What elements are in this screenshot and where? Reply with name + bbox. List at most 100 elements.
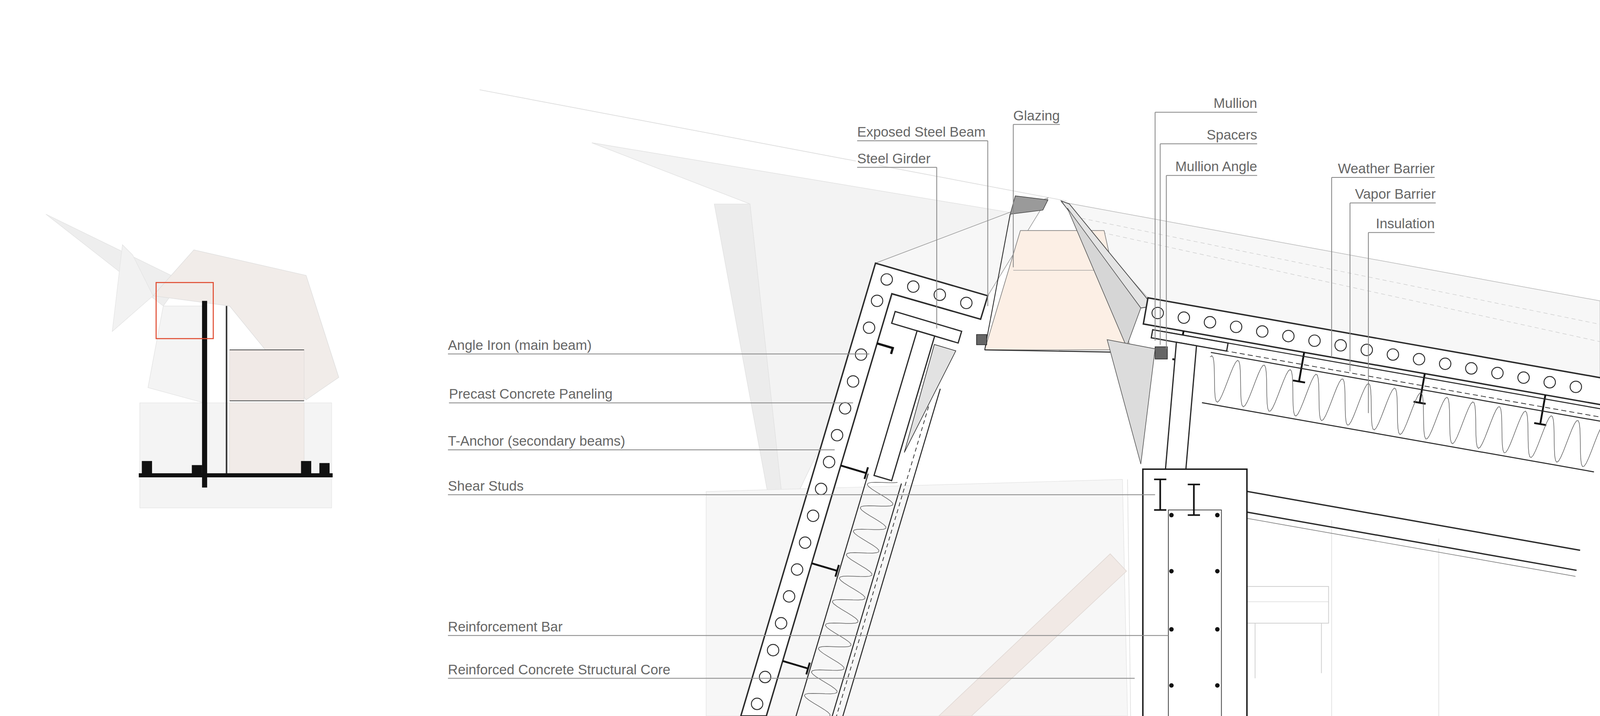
glazing-unit (984, 214, 1010, 350)
concrete-core (1187, 484, 1200, 515)
glazing-unit (1107, 339, 1155, 465)
panel-void (775, 617, 787, 630)
panel-void (847, 375, 859, 388)
key-plan-thumbnail (156, 282, 214, 339)
key-plan-thumbnail (112, 245, 153, 332)
sloped-wall-detail (740, 263, 988, 716)
key-plan-thumbnail (202, 300, 208, 488)
concrete-core (1215, 627, 1220, 632)
steel-web (1165, 342, 1197, 472)
key-plan-thumbnail (191, 465, 202, 476)
leader-line (447, 449, 835, 451)
t-anchor (782, 661, 808, 669)
panel-void (1178, 312, 1190, 324)
leader-line (1154, 112, 1156, 341)
leader-line (1159, 143, 1161, 345)
roof-panel (1143, 297, 1600, 406)
leader-line (1350, 202, 1436, 204)
panel-void (1517, 372, 1530, 384)
concrete-core (1215, 512, 1220, 518)
callout-label: Precast Concrete Paneling (447, 387, 615, 401)
panel-void (1335, 339, 1347, 351)
leader-line (857, 140, 988, 142)
panel-void (1570, 381, 1582, 393)
insulation-batt (797, 482, 898, 716)
concrete-core (1215, 683, 1220, 688)
key-plan-thumbnail (229, 350, 305, 401)
panel-void (767, 644, 779, 656)
panel-void (1387, 348, 1399, 360)
t-anchor (1534, 423, 1547, 426)
panel-void (1282, 330, 1294, 342)
panel-void (823, 456, 835, 468)
vapor-line (828, 406, 929, 716)
key-plan-thumbnail (229, 400, 305, 402)
concrete-core (1169, 512, 1174, 518)
panel-void (960, 297, 972, 309)
t-anchor (1413, 401, 1426, 404)
panel-void (791, 564, 803, 576)
panel-void (839, 402, 851, 415)
key-plan-thumbnail (45, 214, 339, 508)
faint-background (1247, 586, 1329, 624)
panel-void (799, 537, 811, 549)
t-anchor (840, 465, 867, 474)
panel-void (1413, 353, 1425, 365)
leader-line (1165, 175, 1167, 349)
leader-line (447, 353, 870, 355)
insulation-batt (1210, 355, 1600, 467)
panel-void (1439, 358, 1451, 370)
panel-void (1544, 376, 1556, 388)
faint-background (1247, 601, 1329, 603)
key-plan-thumbnail (319, 463, 330, 476)
callout-label: Shear Studs (446, 479, 525, 493)
leader-line (1013, 124, 1060, 125)
leader-line (449, 402, 854, 404)
insulation-edge (791, 473, 869, 716)
faint-background (1254, 623, 1256, 679)
callout-label: Steel Girder (855, 151, 932, 166)
callout-label: Insulation (1374, 216, 1436, 231)
panel-void (1204, 316, 1216, 328)
glazing-unit (875, 195, 1600, 465)
concrete-core (1142, 469, 1248, 716)
panel-void (759, 671, 771, 683)
concrete-core (1169, 569, 1174, 574)
callout-label: Vapor Barrier (1353, 187, 1438, 201)
key-plan-thumbnail (140, 402, 332, 508)
leader-line (1349, 202, 1351, 372)
leader-line (1155, 111, 1258, 113)
glazing-unit (1081, 218, 1600, 325)
key-plan-thumbnail (225, 306, 228, 476)
panel-void (880, 273, 893, 285)
panel-void (1256, 325, 1268, 338)
callout-label: Reinforced Concrete Structural Core (446, 662, 672, 677)
insulation-edge (1202, 402, 1595, 473)
leader-line (1012, 124, 1014, 268)
leader-line (987, 140, 989, 307)
glazing-unit (976, 334, 987, 345)
concrete-core (1169, 627, 1174, 632)
panel-void (807, 510, 819, 522)
faint-background (1438, 538, 1439, 716)
leader-line (1166, 175, 1258, 176)
panel-void (815, 483, 827, 495)
leader-line (857, 167, 937, 168)
faint-background (714, 204, 786, 536)
faint-background (1321, 623, 1323, 674)
faint-background (938, 554, 1127, 716)
leader-line (1331, 177, 1435, 178)
callout-label: T-Anchor (secondary beams) (446, 434, 627, 448)
key-plan-thumbnail (229, 402, 305, 474)
leader-line (936, 167, 938, 329)
callout-label: Mullion Angle (1174, 159, 1259, 174)
key-plan-thumbnail (141, 461, 152, 476)
panel-void (783, 590, 795, 603)
callout-label: Angle Iron (main beam) (446, 338, 593, 353)
interior-finish (834, 388, 940, 716)
panel-void (855, 349, 867, 361)
glazing-unit (1067, 208, 1141, 348)
